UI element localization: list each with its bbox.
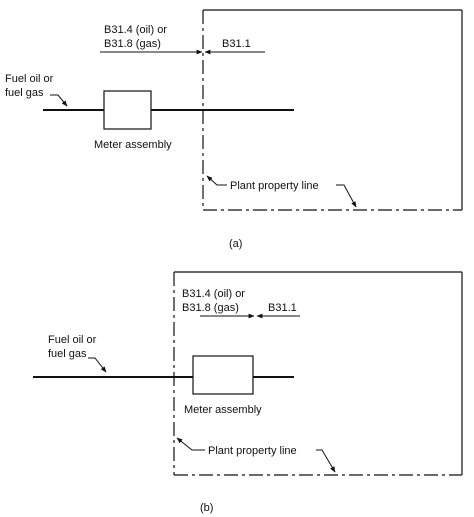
fuel-label-b-line1: Fuel oil or — [48, 334, 97, 346]
meter-label-a: Meter assembly — [94, 139, 172, 151]
meter-assembly-b — [192, 355, 254, 395]
fuel-label-a-line2: fuel gas — [5, 87, 44, 99]
property-leader-b-left — [176, 437, 205, 451]
code-label-a-line1: B31.4 (oil) or — [104, 24, 167, 36]
fuel-leader-a — [50, 94, 68, 107]
fuel-label-b-line2: fuel gas — [48, 348, 87, 360]
meter-label-b: Meter assembly — [184, 404, 262, 416]
fuel-label-a-line1: Fuel oil or — [5, 73, 54, 85]
caption-a: (a) — [229, 238, 242, 250]
property-label-b: Plant property line — [208, 445, 297, 457]
property-leader-a-right — [336, 184, 357, 208]
figure-a: B31.4 (oil) or B31.8 (gas) B31.1 Fuel oi… — [5, 9, 463, 250]
fuel-leader-b — [88, 357, 107, 373]
code-label-b-right: B31.1 — [268, 302, 297, 314]
code-label-a-right: B31.1 — [222, 38, 251, 50]
figure-b: B31.4 (oil) or B31.8 (gas) B31.1 Fuel oi… — [33, 271, 463, 514]
code-label-b-line2: B31.8 (gas) — [182, 302, 239, 314]
meter-assembly-a — [103, 90, 152, 130]
property-leader-a-left — [206, 175, 227, 186]
plant-boundary-b — [173, 271, 463, 476]
caption-b: (b) — [200, 502, 213, 514]
code-label-a-line2: B31.8 (gas) — [104, 38, 161, 50]
property-label-a: Plant property line — [230, 180, 319, 192]
code-label-b-line1: B31.4 (oil) or — [182, 288, 245, 300]
property-leader-b-right — [316, 449, 336, 473]
